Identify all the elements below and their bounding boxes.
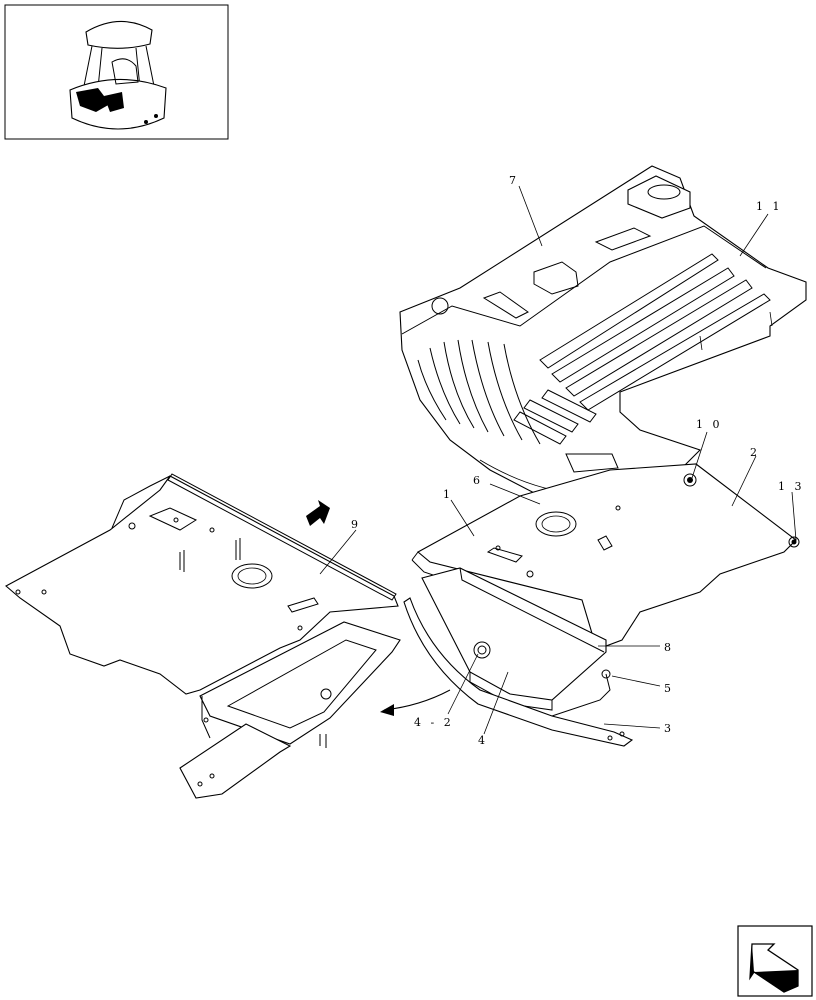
leader-lines [319,185,797,735]
callout-9: 9 [351,518,361,531]
callout-labels: 7 1 1 1 0 2 1 3 6 1 9 8 5 3 4 - 2 4 [351,174,805,747]
direction-arrow-icon [306,500,330,526]
callout-8: 8 [664,641,674,654]
side-panel-part-3-5 [403,597,634,747]
callout-11: 1 1 [756,200,783,213]
callout-4-2: 4 - 2 [414,716,454,729]
callout-13: 1 3 [778,480,805,493]
floor-plate-part-1-2 [411,463,800,647]
floor-mat-part-7 [399,165,807,501]
callout-2: 2 [750,446,760,459]
transition-arrow-icon [380,689,451,716]
left-floor-assembly-part-9 [5,473,401,799]
callout-7: 7 [509,174,519,187]
next-page-arrow-icon[interactable] [737,925,813,997]
callout-4: 4 [478,734,488,747]
callout-6: 6 [473,474,483,487]
callout-1: 1 [443,488,453,501]
callout-3: 3 [664,722,674,735]
callout-10: 1 0 [696,418,723,431]
callout-5: 5 [664,682,674,695]
machine-location-thumbnail [4,4,229,140]
